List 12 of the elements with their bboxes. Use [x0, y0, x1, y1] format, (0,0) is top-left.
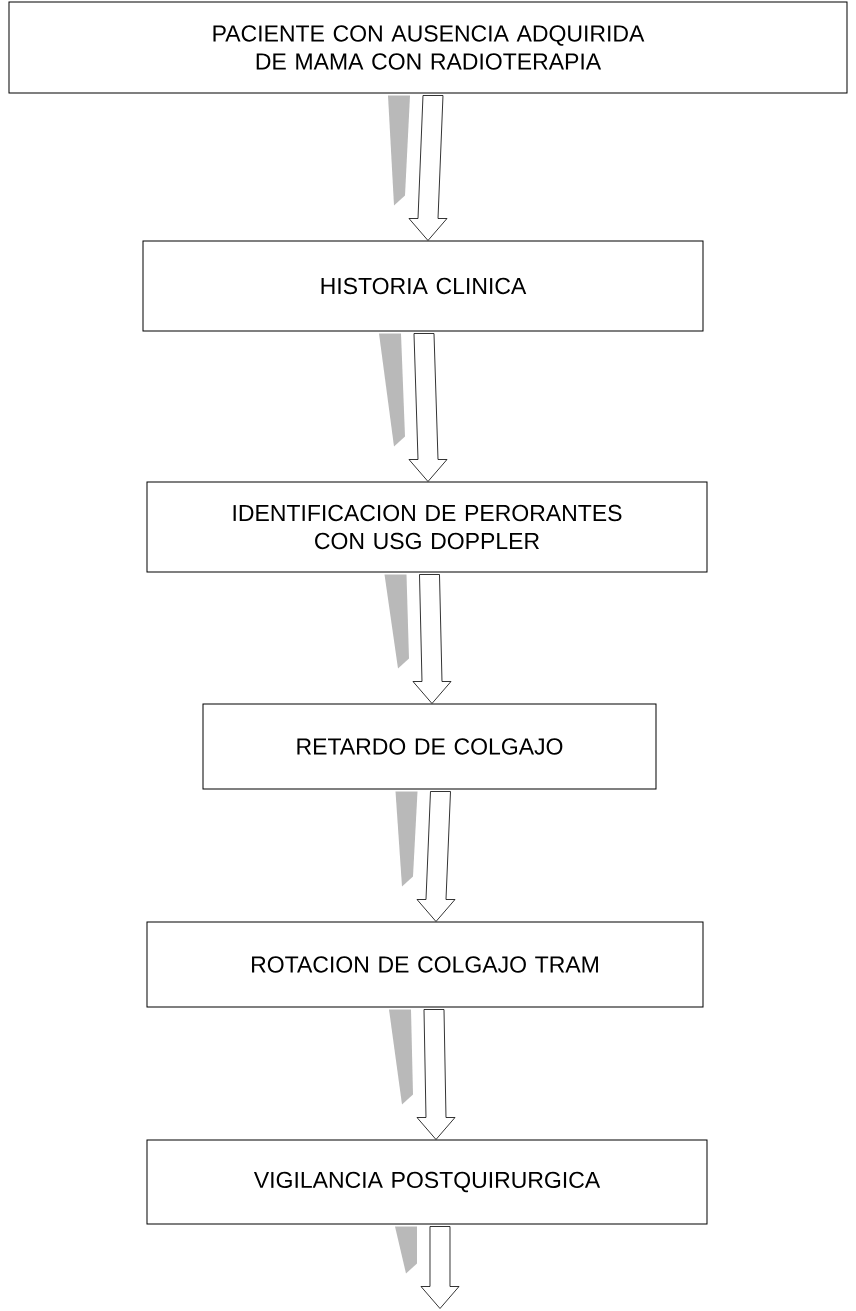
- block-arrow: [395, 1226, 460, 1309]
- process-box: VIGILANCIA POSTQUIRURGICA: [146, 1139, 708, 1225]
- process-box: ROTACION DE COLGAJO TRAM: [146, 921, 704, 1008]
- block-arrow: [384, 574, 452, 704]
- process-box: IDENTIFICACION DE PERORANTES CON USG DOPPLER: [146, 481, 708, 573]
- block-arrow: [379, 333, 448, 482]
- block-arrow: [388, 95, 448, 241]
- block-arrow: [395, 791, 456, 922]
- process-box: PACIENTE CON AUSENCIA ADQUIRIDA DE MAMA CON RADIOTERAPIA: [8, 1, 848, 94]
- process-box: RETARDO DE COLGAJO: [202, 703, 657, 790]
- block-arrow: [389, 1009, 456, 1140]
- process-box: HISTORIA CLINICA: [142, 240, 704, 332]
